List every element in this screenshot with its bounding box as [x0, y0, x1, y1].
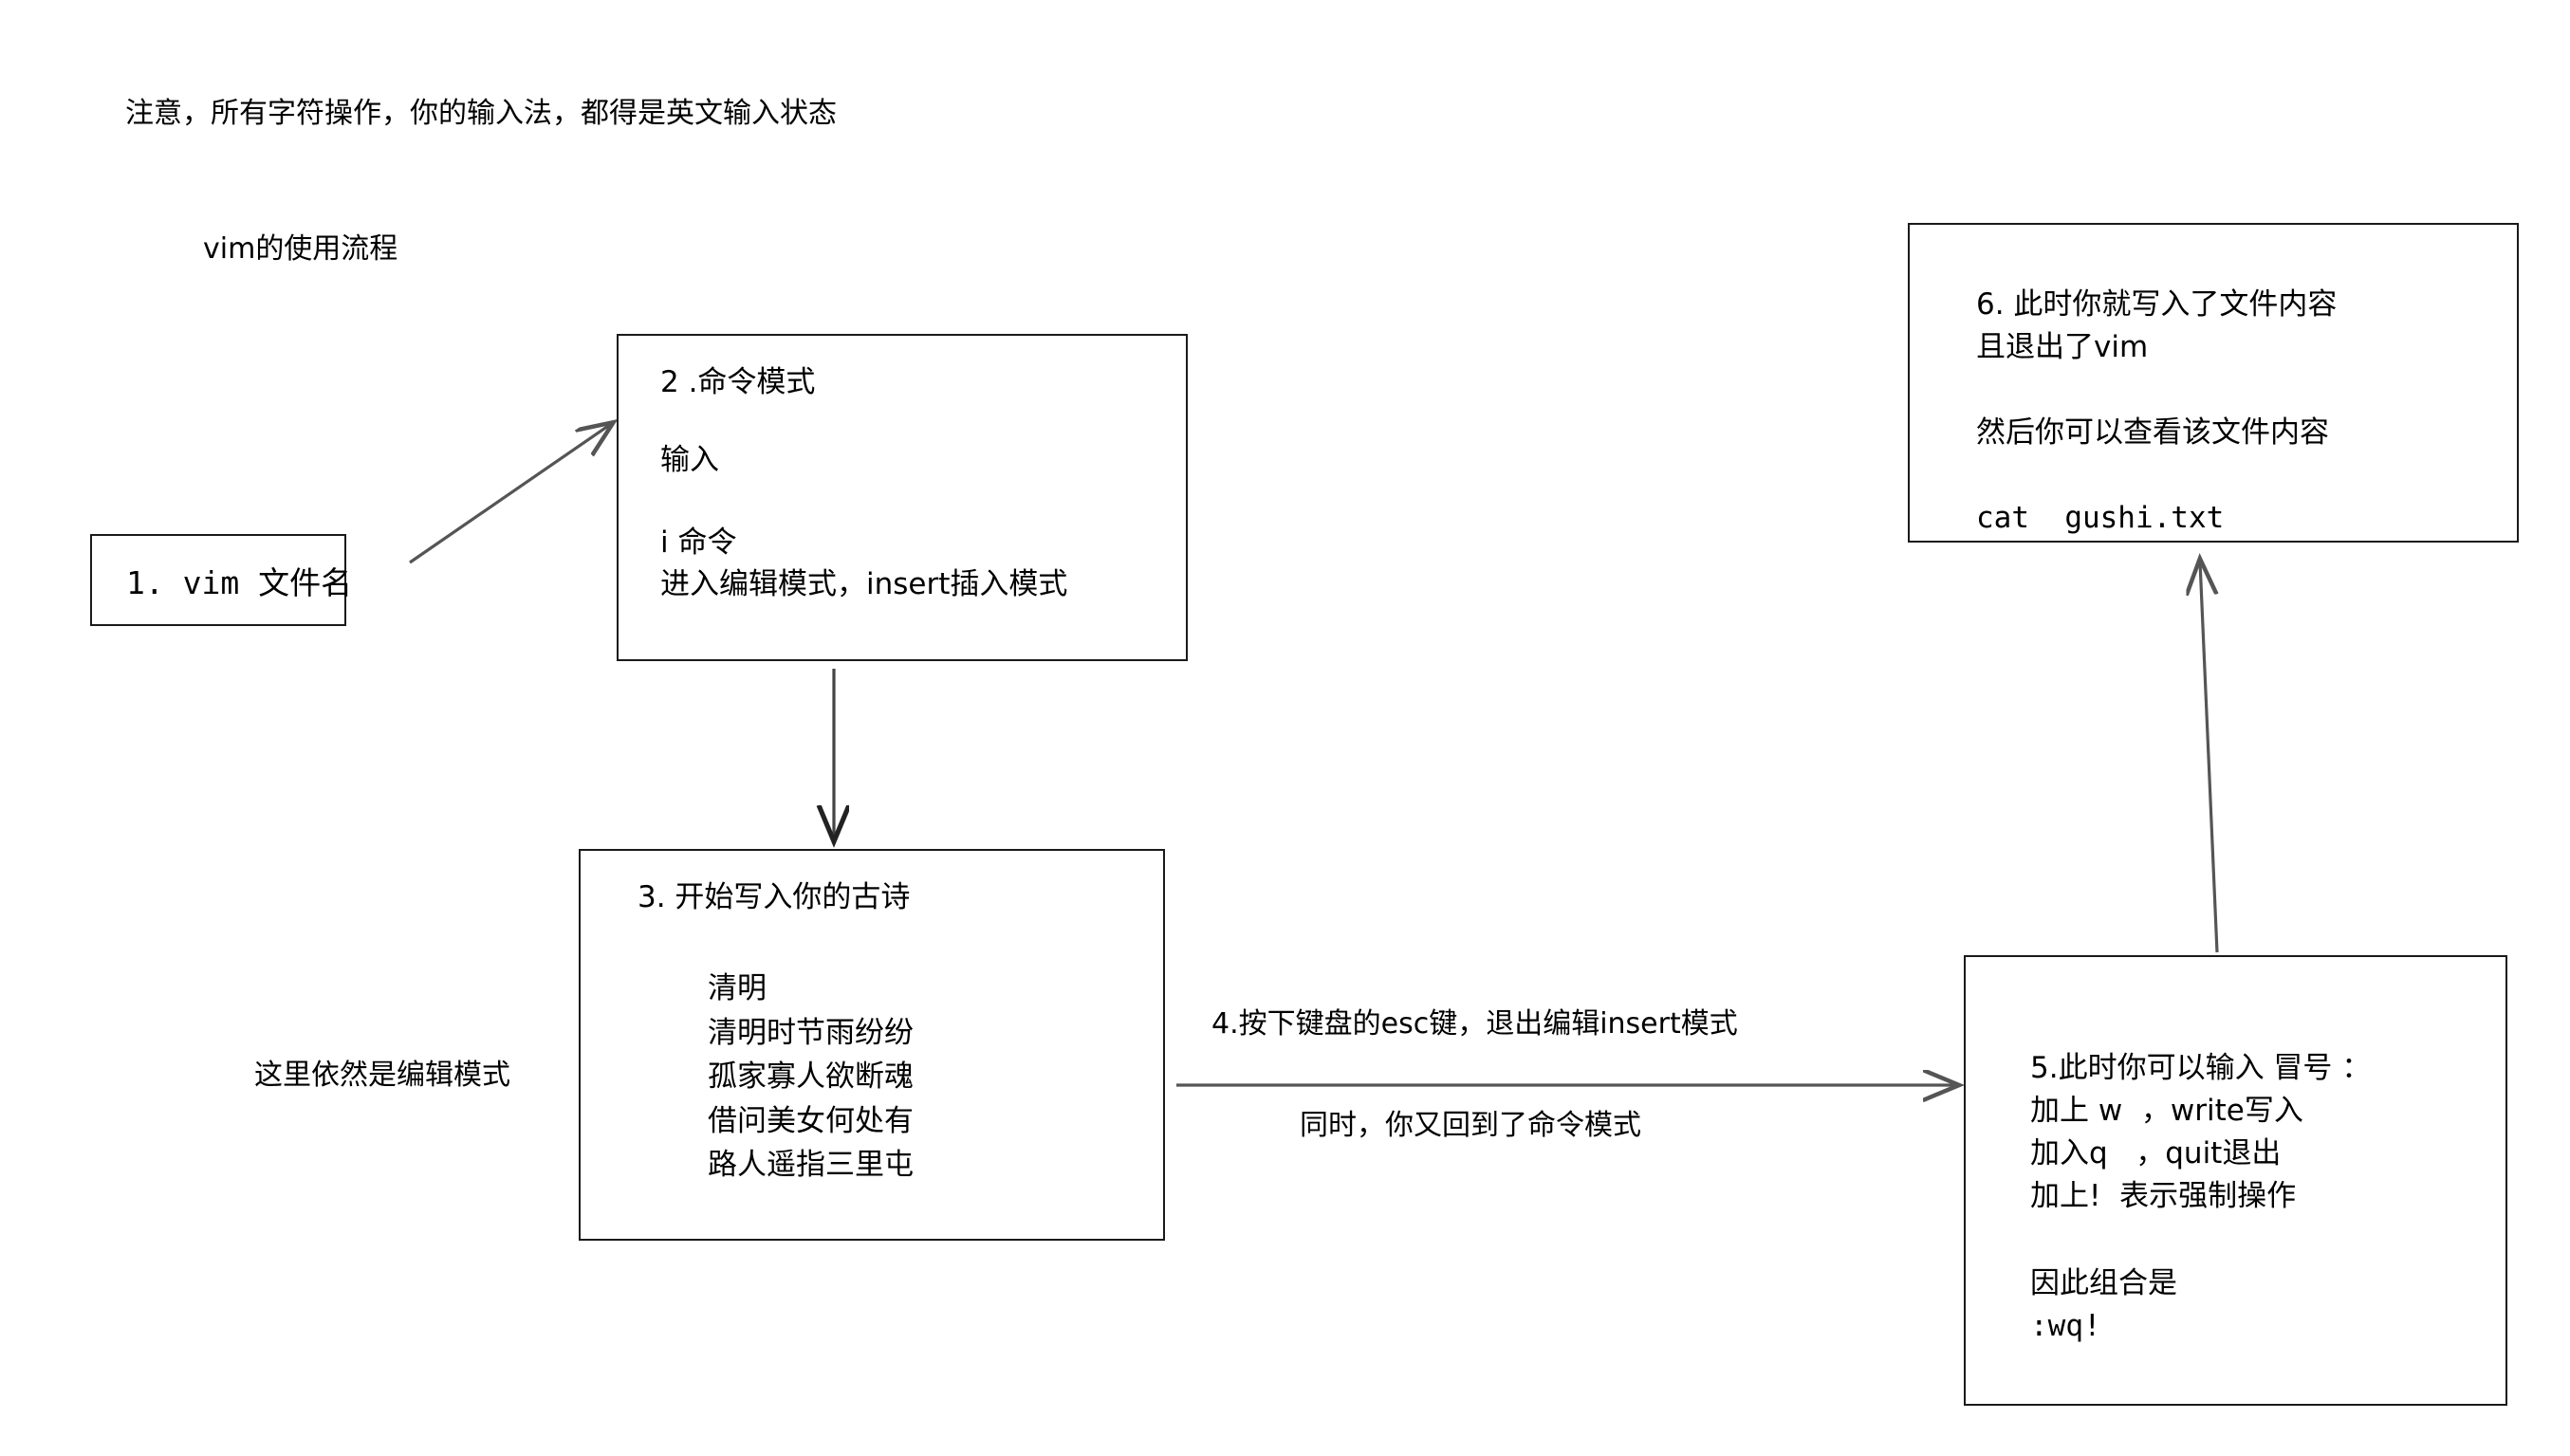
step5-line-1: 5.此时你可以输入 冒号 ：: [2030, 1051, 2372, 1085]
arrow-step5-to-step6: [2200, 562, 2219, 953]
step5-line-3: 加入q ，quit退出: [2030, 1136, 2282, 1170]
step2-line-2: 输入: [660, 443, 719, 477]
header-warning-text: 注意，所有字符操作，你的输入法，都得是英文输入状态: [125, 97, 837, 130]
step1-box[interactable]: 1. vim 文件名: [90, 534, 352, 626]
step5-line-2: 加上 w ，write写入: [2030, 1094, 2303, 1128]
step6-box[interactable]: 6. 此时你就写入了文件内容 且退出了vim 然后你可以查看该文件内容 cat …: [1908, 223, 2519, 543]
step2-line-4: 进入编辑模式，insert插入模式: [660, 567, 1068, 601]
step1-label: 1. vim 文件名: [126, 564, 353, 601]
edit-mode-note: 这里依然是编辑模式: [254, 1059, 510, 1092]
step2-line-1: 2 .命令模式: [660, 365, 816, 399]
arrow-step1-to-step2: [409, 424, 611, 564]
step6-line-2: 且退出了vim: [1976, 330, 2149, 364]
step6-line-1: 6. 此时你就写入了文件内容: [1976, 287, 2338, 322]
page-title: vim的使用流程: [203, 232, 398, 266]
step6-line-4: cat gushi.txt: [1976, 501, 2225, 535]
step6-line-3: 然后你可以查看该文件内容: [1976, 415, 2329, 450]
step2-box[interactable]: 2 .命令模式 输入 i 命令 进入编辑模式，insert插入模式: [617, 334, 1188, 661]
step5-line-6: :wq!: [2030, 1309, 2101, 1343]
step2-line-3: i 命令: [660, 525, 737, 560]
step4-label-bottom: 同时，你又回到了命令模式: [1300, 1109, 1641, 1142]
step4-label-top: 4.按下键盘的esc键，退出编辑insert模式: [1211, 1007, 1738, 1041]
step3-poem: 清明 清明时节雨纷纷 孤家寡人欲断魂 借问美女何处有 路人遥指三里屯: [708, 971, 914, 1182]
step5-line-4: 加上! 表示强制操作: [2030, 1179, 2297, 1213]
step3-box[interactable]: 3. 开始写入你的古诗 清明 清明时节雨纷纷 孤家寡人欲断魂 借问美女何处有 路…: [579, 849, 1165, 1241]
step3-title: 3. 开始写入你的古诗: [638, 880, 911, 914]
step5-line-5: 因此组合是: [2030, 1266, 2177, 1300]
step5-box[interactable]: 5.此时你可以输入 冒号 ： 加上 w ，write写入 加入q ，quit退出…: [1964, 955, 2507, 1406]
